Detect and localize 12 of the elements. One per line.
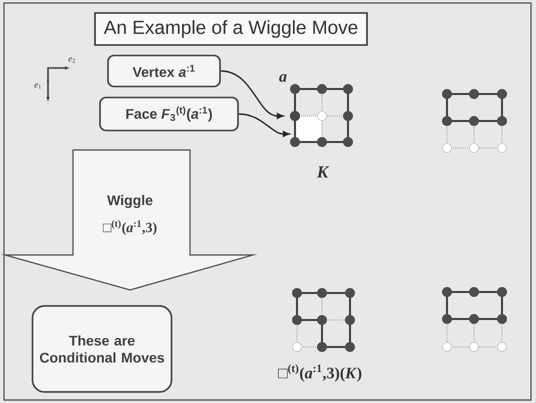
axis-label: e$_{2}$ [68,57,75,63]
arrow [220,70,284,119]
title-box: An Example of a Wiggle Move [94,12,368,46]
vertex-dot [290,111,300,121]
label-box: Face F$_{3}$$^{(t)}$(a$^{:1}$) [99,96,239,132]
arrow [238,113,290,137]
vertex-label: a [279,74,287,82]
formula-label: □$^{(t)}$(a$^{:1}$,3)(K) [278,364,362,382]
graph-label: K [316,166,330,178]
note-box: These are Conditional Moves [32,305,172,393]
axis-label: e$_{1}$ [34,83,41,89]
label-box: Vertex a$^{:1}$ [107,54,221,88]
